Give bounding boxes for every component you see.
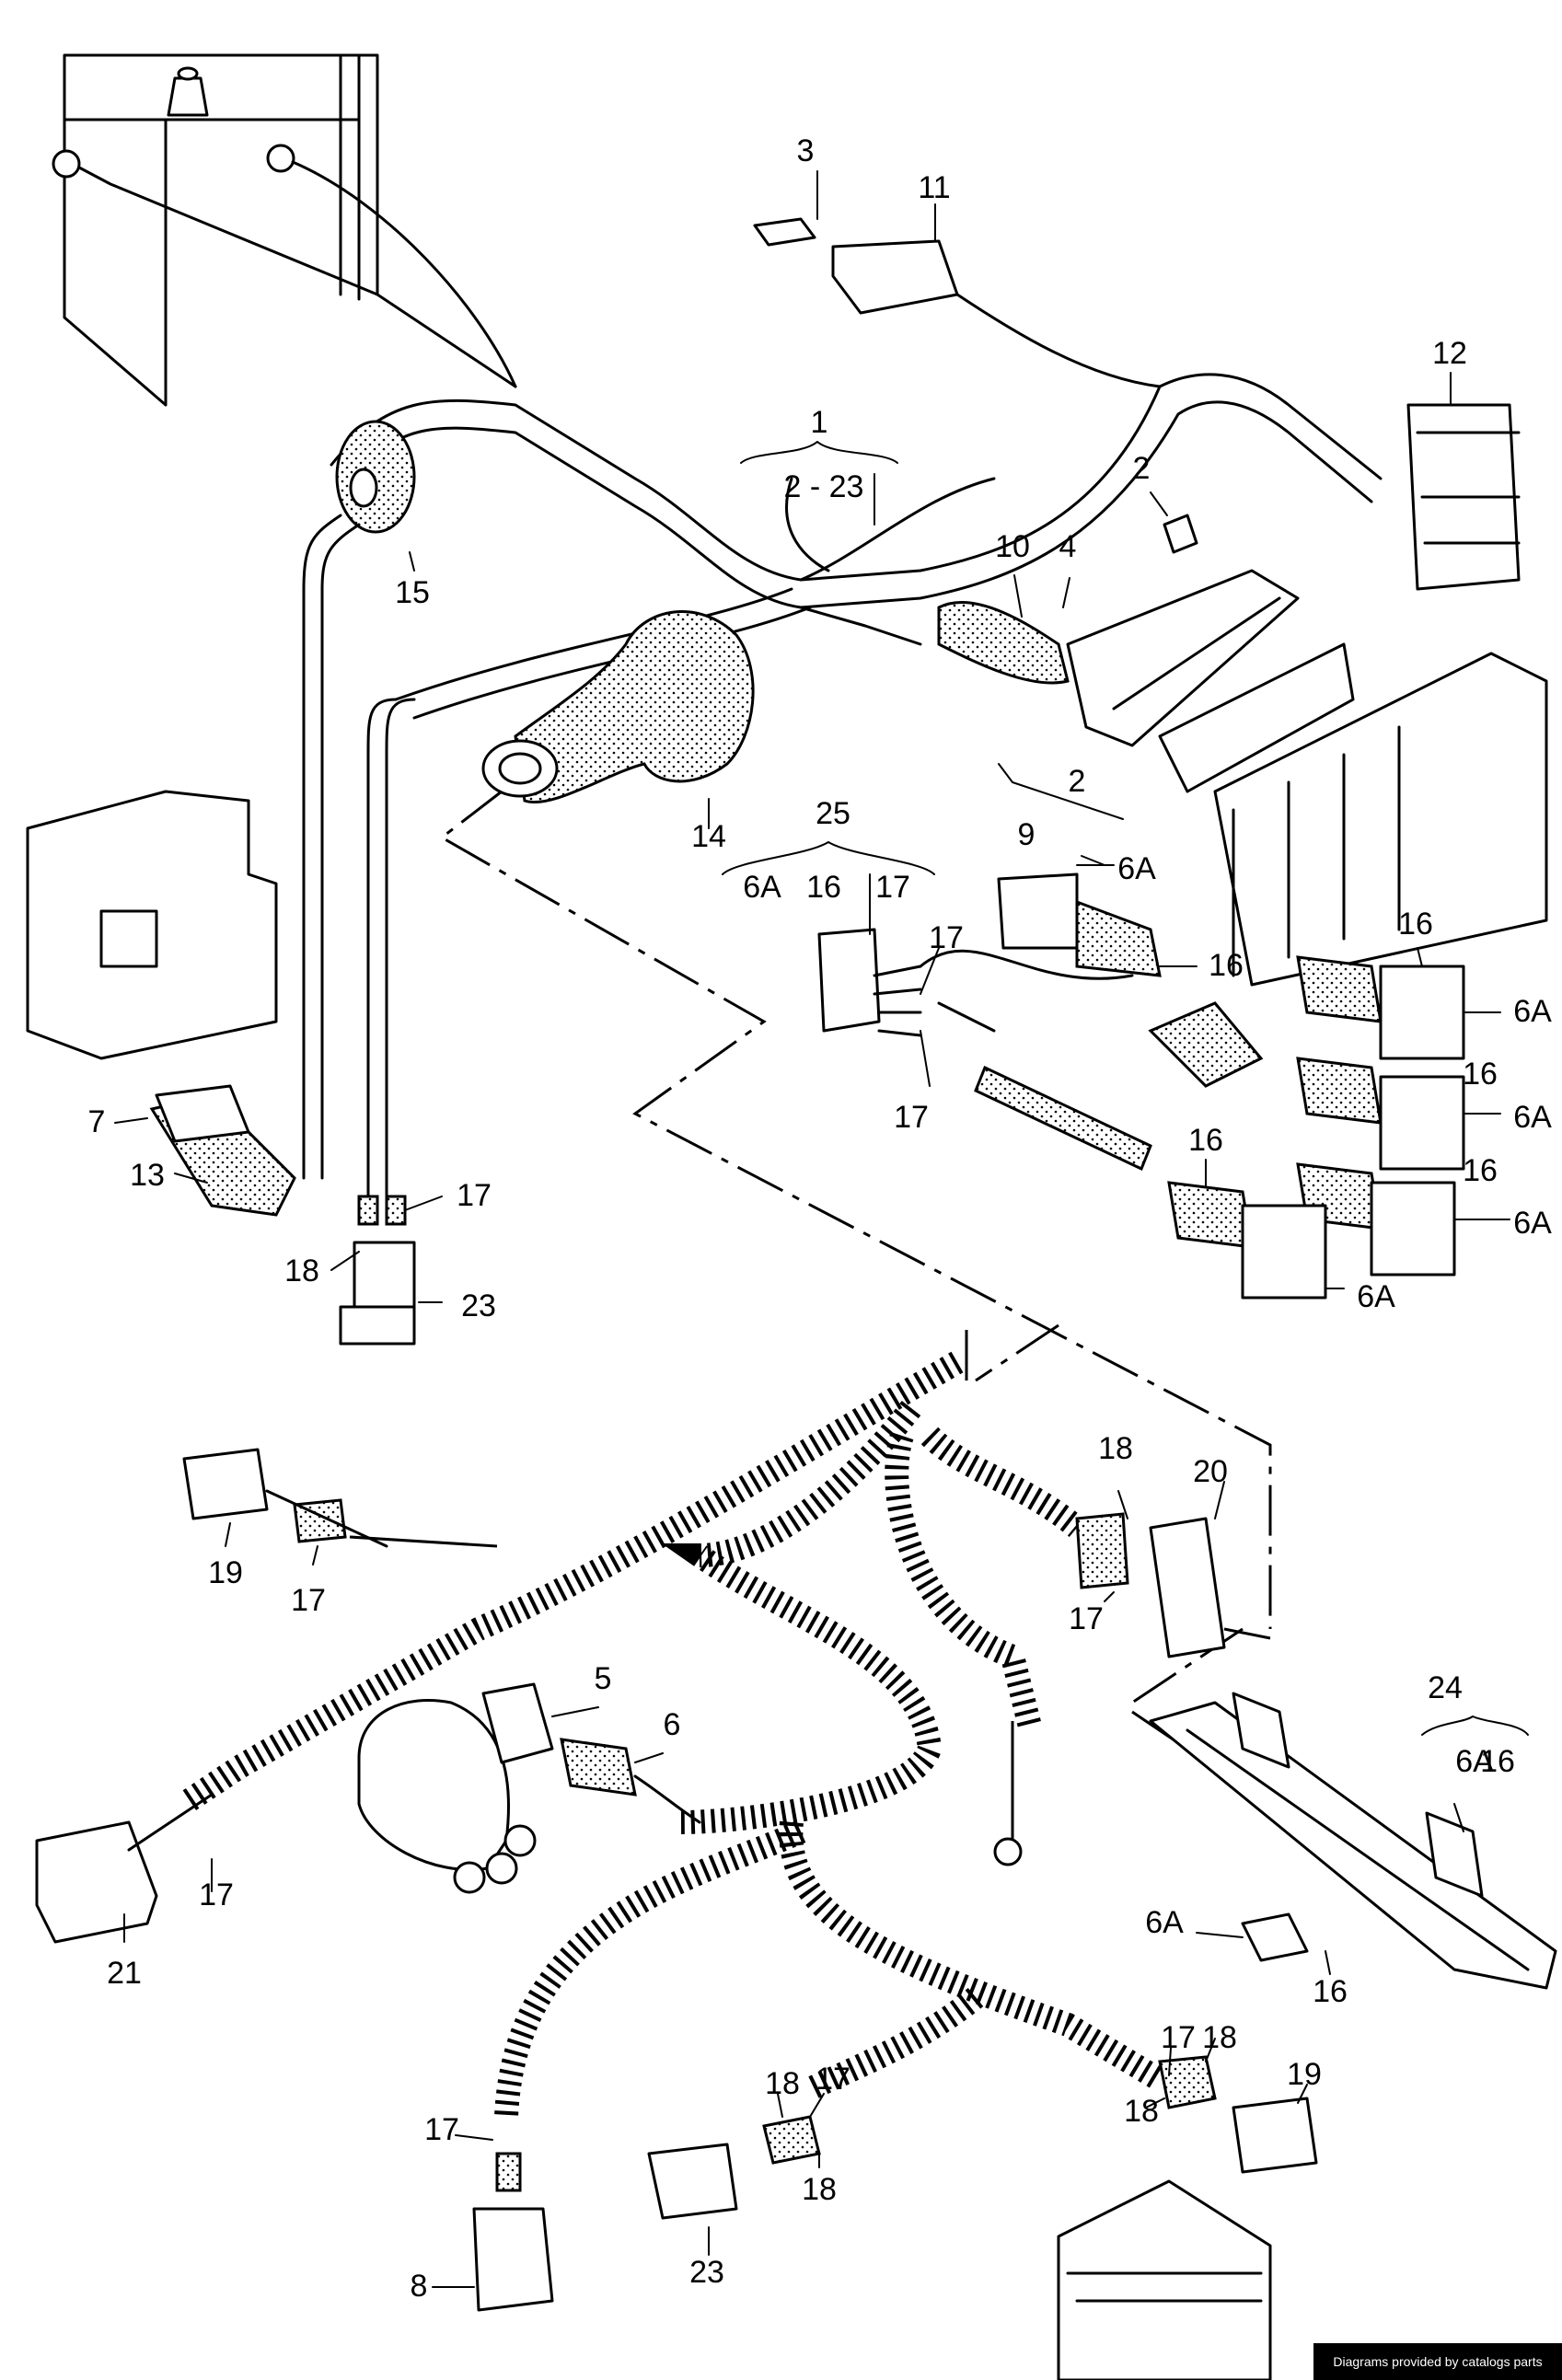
leader-lines (114, 170, 1529, 2288)
callout-c7: 7 (88, 1104, 106, 1139)
callout-c1r: 2 - 23 (784, 469, 864, 504)
callout-c1: 1 (811, 405, 828, 440)
callout-c18a: 18 (284, 1254, 319, 1288)
sensor-9 (997, 872, 1162, 977)
connector-21 (35, 1793, 214, 1944)
battery-cables (52, 144, 517, 388)
callout-c19a: 19 (208, 1555, 243, 1590)
callout-c4: 4 (1059, 529, 1077, 564)
connector-group-25 (817, 928, 1264, 1172)
callout-c17i: 17 (816, 2062, 850, 2097)
callout-c2a: 2 (1133, 451, 1151, 486)
callout-c19b: 19 (1287, 2057, 1322, 2092)
callout-c17c: 17 (894, 1100, 929, 1135)
ecu-connector (937, 514, 1355, 793)
callout-c6a8: 6A (1145, 1905, 1184, 1940)
fuse-box-12 (1406, 403, 1521, 591)
injector-connectors-16 (1167, 955, 1465, 1300)
callout-c6a2: 6A (743, 870, 781, 905)
callout-c16b: 16 (1209, 948, 1244, 983)
ignition-coil (1057, 2179, 1272, 2380)
connector-19-lower (1158, 2055, 1318, 2174)
callout-c15: 15 (395, 575, 430, 610)
callout-c17b: 17 (929, 920, 964, 955)
callout-c16g: 16 (1480, 1744, 1515, 1779)
callout-c17f: 17 (1069, 1601, 1104, 1636)
callout-c10: 10 (995, 529, 1030, 564)
callout-c18b: 18 (1098, 1431, 1133, 1466)
callout-c24: 24 (1428, 1670, 1463, 1705)
main-wiring-harness (330, 373, 1383, 646)
callout-c17a: 17 (875, 870, 910, 905)
fuse-relay-3-11 (753, 217, 1162, 388)
callout-c11: 11 (918, 170, 950, 205)
callout-c9: 9 (1018, 817, 1036, 852)
callout-c3: 3 (797, 133, 815, 168)
callout-c6a7: 6A (1455, 1744, 1494, 1779)
control-unit-left (26, 790, 296, 1217)
callout-c5: 5 (595, 1661, 612, 1696)
callout-c25: 25 (816, 796, 850, 831)
callout-c23b: 23 (689, 2255, 724, 2290)
engine-wiring-harness (177, 1351, 1166, 2118)
callout-c16f: 16 (1188, 1123, 1223, 1158)
callout-c18c: 18 (765, 2066, 800, 2101)
callout-c18e: 18 (1124, 2094, 1159, 2129)
callout-labels: 12 - 232234566A6A6A6A6A6A6A6A78910111213… (88, 133, 1553, 2304)
fuel-rail-24 (1149, 1692, 1557, 1990)
callout-c16h: 16 (1313, 1974, 1348, 2009)
footer-credit: Diagrams provided by catalogs parts (1313, 2343, 1562, 2380)
dash-dot-boundaries (439, 790, 1529, 1981)
callout-c20: 20 (1193, 1454, 1228, 1489)
callout-c6a1: 6A (1117, 851, 1156, 886)
callout-c6a4: 6A (1513, 1100, 1552, 1135)
connector-19-upper (182, 1448, 388, 1548)
callout-c6a6: 6A (1357, 1279, 1395, 1314)
callout-c6a3: 6A (1513, 994, 1552, 1029)
callout-c16d: 16 (1463, 1057, 1498, 1092)
callout-c2b: 2 (1069, 764, 1086, 799)
distributor-cap (357, 1699, 537, 1894)
engine-block (1213, 652, 1548, 987)
callout-c17e: 17 (291, 1583, 326, 1618)
callout-c16a: 16 (806, 870, 841, 905)
callout-c18f: 18 (802, 2172, 837, 2207)
callout-c12: 12 (1432, 336, 1467, 371)
battery (63, 53, 379, 407)
callout-c14: 14 (691, 819, 726, 854)
callout-c8: 8 (411, 2269, 428, 2304)
callout-c16e: 16 (1463, 1153, 1498, 1188)
callout-c21: 21 (107, 1956, 142, 1991)
callout-c13: 13 (130, 1158, 165, 1193)
connector-23-upper (339, 1195, 416, 1346)
callout-c23a: 23 (461, 1288, 496, 1323)
grommet-14 (481, 610, 755, 803)
connector-5-6 (481, 1682, 701, 1824)
connector-8 (472, 2152, 554, 2312)
callout-c16c: 16 (1398, 907, 1433, 942)
callout-c6a5: 6A (1513, 1206, 1552, 1241)
callout-c18d: 18 (1202, 2020, 1237, 2055)
callout-c17d: 17 (457, 1178, 492, 1213)
connector-20 (1075, 1512, 1226, 1658)
callout-c17g: 17 (199, 1877, 234, 1912)
connector-23-lower (647, 2115, 821, 2220)
callout-c17j: 17 (1161, 2020, 1196, 2055)
callout-c17h: 17 (424, 2112, 459, 2147)
grommet-15 (302, 420, 812, 1217)
callout-c6: 6 (664, 1707, 681, 1742)
